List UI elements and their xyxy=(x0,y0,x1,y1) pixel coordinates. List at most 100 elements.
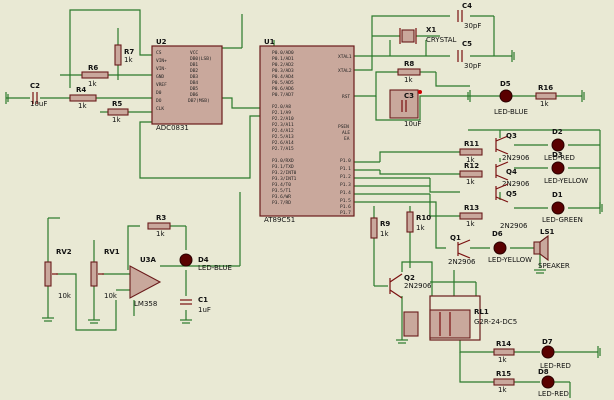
u1-ref: U1 xyxy=(264,38,275,46)
c3-capacitor[interactable]: C3 10uF xyxy=(389,89,422,128)
svg-text:30pF: 30pF xyxy=(464,22,481,30)
svg-text:P3.2/INT0: P3.2/INT0 xyxy=(272,170,297,176)
d1-led[interactable]: D1 LED-GREEN xyxy=(542,191,583,224)
svg-text:VIN+: VIN+ xyxy=(156,58,167,64)
svg-text:RV1: RV1 xyxy=(104,248,120,256)
r8-resistor[interactable]: R8 1k xyxy=(397,60,421,84)
svg-text:2N2906: 2N2906 xyxy=(448,258,476,266)
u2-adc[interactable]: U2 ADC0831 CS VIN+ VIN- GND VREF D0 DO C… xyxy=(151,38,223,132)
svg-text:RST: RST xyxy=(342,94,350,100)
svg-text:P2.2/A10: P2.2/A10 xyxy=(272,116,294,122)
rv2-potentiometer[interactable]: RV2 10k xyxy=(44,248,72,300)
r11-resistor[interactable]: R11 1k xyxy=(459,140,483,164)
svg-text:LED-RED: LED-RED xyxy=(540,362,571,370)
svg-text:P0.0/AD0: P0.0/AD0 xyxy=(272,50,294,56)
ls1-speaker[interactable]: LS1 SPEAKER xyxy=(533,228,570,270)
svg-text:1k: 1k xyxy=(88,80,97,88)
r3-resistor[interactable]: R3 1k xyxy=(147,214,171,238)
svg-text:P3.0/RXD: P3.0/RXD xyxy=(272,158,294,164)
u3-ref: U3A xyxy=(140,256,157,264)
svg-text:R14: R14 xyxy=(496,340,511,348)
rv1-potentiometer[interactable]: RV1 10k xyxy=(90,248,120,300)
q2-transistor[interactable]: Q2 2N2906 xyxy=(389,273,432,299)
ground-symbol xyxy=(88,319,100,324)
rl1-relay[interactable]: RL1 G2R-24-DC5 xyxy=(403,295,517,341)
svg-text:P3.6/WR: P3.6/WR xyxy=(272,194,291,200)
ground-symbol xyxy=(396,339,408,344)
r15-resistor[interactable]: R15 1k xyxy=(493,370,515,394)
r5-resistor[interactable]: R5 1k xyxy=(107,100,129,124)
svg-text:R15: R15 xyxy=(496,370,511,378)
svg-text:C4: C4 xyxy=(462,2,472,10)
r12-resistor[interactable]: R12 1k xyxy=(459,162,483,186)
svg-text:P1.0: P1.0 xyxy=(340,158,351,164)
svg-text:DB6: DB6 xyxy=(190,92,198,98)
r4-resistor[interactable]: R4 1k xyxy=(69,86,97,110)
svg-text:D4: D4 xyxy=(198,256,209,264)
svg-text:1k: 1k xyxy=(124,56,133,64)
svg-text:2N2906: 2N2906 xyxy=(502,180,530,188)
u1-microcontroller[interactable]: U1 AT89C51 P0.0/AD0 P0.1/AD1 P0.2/AD2 P0… xyxy=(259,38,355,224)
svg-text:P1.4: P1.4 xyxy=(340,190,351,196)
svg-text:R11: R11 xyxy=(464,140,479,148)
svg-text:R7: R7 xyxy=(124,48,134,56)
svg-text:10k: 10k xyxy=(58,292,72,300)
svg-text:P3.4/T0: P3.4/T0 xyxy=(272,182,291,188)
svg-text:P1.2: P1.2 xyxy=(340,174,351,180)
d4-led[interactable]: D4 LED-BLUE xyxy=(179,253,232,272)
r16-resistor[interactable]: R16 1k xyxy=(535,84,557,108)
c2-capacitor[interactable]: C2 10uF xyxy=(30,82,47,108)
svg-text:P3.7/RD: P3.7/RD xyxy=(272,200,291,206)
r14-resistor[interactable]: R14 1k xyxy=(493,340,515,364)
r6-resistor[interactable]: R6 1k xyxy=(81,64,109,88)
ground-symbol xyxy=(581,90,585,102)
svg-text:Q2: Q2 xyxy=(404,274,415,282)
r13-resistor[interactable]: R13 1k xyxy=(459,204,483,228)
svg-text:C5: C5 xyxy=(462,40,472,48)
svg-text:1k: 1k xyxy=(404,76,413,84)
svg-text:LED-BLUE: LED-BLUE xyxy=(494,108,528,116)
d7-led[interactable]: D7 LED-RED xyxy=(540,338,571,370)
svg-text:P0.6/AD6: P0.6/AD6 xyxy=(272,86,294,92)
ground-symbol xyxy=(597,346,601,358)
d8-led[interactable]: D8 LED-RED xyxy=(538,368,569,398)
svg-text:DB5: DB5 xyxy=(190,86,198,92)
svg-text:VCC: VCC xyxy=(190,50,198,56)
svg-text:30pF: 30pF xyxy=(464,62,481,70)
q1-transistor[interactable]: Q1 2N2906 xyxy=(448,234,476,266)
svg-text:1k: 1k xyxy=(466,156,475,164)
d5-led[interactable]: D5 LED-BLUE xyxy=(494,80,528,116)
d2-led[interactable]: D2 LED-RED xyxy=(544,128,575,162)
svg-text:1k: 1k xyxy=(380,230,389,238)
svg-text:GND: GND xyxy=(156,74,164,80)
r7-resistor[interactable]: R7 1k xyxy=(114,44,134,66)
svg-text:LED-RED: LED-RED xyxy=(538,390,569,398)
c4-capacitor[interactable]: C4 30pF xyxy=(457,2,481,30)
q5-transistor[interactable]: Q5 2N2906 xyxy=(495,183,528,230)
d3-led[interactable]: D3 LED-YELLOW xyxy=(544,151,588,185)
svg-text:1k: 1k xyxy=(466,220,475,228)
u3-opamp[interactable]: U3A LM358 xyxy=(129,256,162,308)
svg-text:2N2906: 2N2906 xyxy=(500,222,528,230)
q3-transistor[interactable]: Q3 2N2906 xyxy=(495,132,530,162)
r9-resistor[interactable]: R9 1k xyxy=(370,217,390,239)
svg-text:D5: D5 xyxy=(500,80,511,88)
wires xyxy=(6,9,601,398)
r10-resistor[interactable]: R10 1k xyxy=(406,211,431,233)
svg-text:X1: X1 xyxy=(426,26,436,34)
svg-text:D8: D8 xyxy=(538,368,549,376)
q4-transistor[interactable]: Q4 2N2906 xyxy=(495,161,530,188)
svg-text:P0.5/AD5: P0.5/AD5 xyxy=(272,80,294,86)
svg-text:1k: 1k xyxy=(112,116,121,124)
ground-symbol xyxy=(42,317,54,322)
svg-text:SPEAKER: SPEAKER xyxy=(538,262,570,270)
d6-led[interactable]: D6 LED-YELLOW xyxy=(488,230,532,264)
svg-text:R16: R16 xyxy=(538,84,553,92)
svg-text:DB3: DB3 xyxy=(190,74,198,80)
c5-capacitor[interactable]: C5 30pF xyxy=(457,40,481,70)
svg-text:LED-YELLOW: LED-YELLOW xyxy=(544,177,588,185)
svg-text:XTAL1: XTAL1 xyxy=(338,54,352,60)
svg-text:D6: D6 xyxy=(492,230,503,238)
x1-crystal[interactable]: X1 CRYSTAL xyxy=(399,26,457,44)
c1-capacitor[interactable]: C1 1uF xyxy=(180,296,211,314)
